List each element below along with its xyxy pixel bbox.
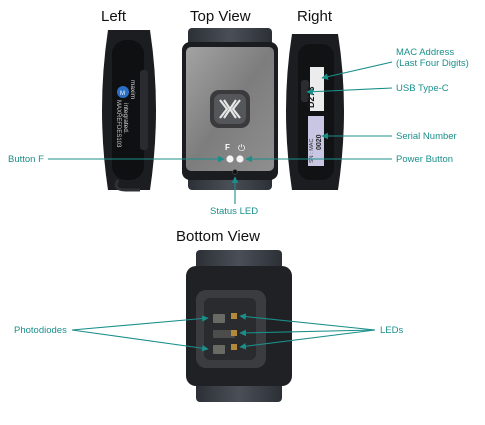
left-view-title: Left xyxy=(101,8,127,25)
usb-type-c-port xyxy=(301,80,309,102)
usb-type-c-label: USB Type-C xyxy=(396,83,449,94)
led-1 xyxy=(231,313,237,319)
mac-label-sticker xyxy=(310,67,324,111)
mac-digits-text: D273 xyxy=(306,86,316,108)
photodiode-2 xyxy=(213,345,225,354)
svg-text:M: M xyxy=(120,91,125,97)
left-brand-text: maxim xyxy=(129,80,136,99)
mac-address-label: MAC Address (Last Four Digits) xyxy=(396,47,469,69)
callout-lines xyxy=(48,61,393,352)
led-2 xyxy=(231,330,237,336)
status-led-label: Status LED xyxy=(210,206,259,217)
top-view-device: F ⏻ xyxy=(182,28,278,190)
button-f-label: Button F xyxy=(8,154,44,165)
button-f[interactable] xyxy=(226,155,234,163)
power-glyph-icon: ⏻ xyxy=(238,143,245,153)
led-3 xyxy=(231,344,237,350)
power-button[interactable] xyxy=(236,155,244,163)
power-button-label: Power Button xyxy=(396,154,454,165)
bottom-view-title: Bottom View xyxy=(176,228,260,245)
maxim-logo-icon xyxy=(117,86,129,98)
status-led xyxy=(232,169,238,175)
left-model-text: MAXREFDES103 xyxy=(115,100,121,148)
sensor-window xyxy=(204,298,256,360)
right-side-device: D273 SN : MAC 0020 xyxy=(286,34,344,190)
photodiode-1 xyxy=(213,314,225,323)
bottom-view-device xyxy=(186,250,292,402)
serial-label-sticker xyxy=(308,116,324,166)
leds-label: LEDs xyxy=(380,325,404,336)
photodiodes-label: Photodiodes xyxy=(14,325,67,336)
left-side-device: M maxim integrated. MAXREFDES103 xyxy=(102,30,156,192)
top-view-title: Top View xyxy=(190,8,251,25)
serial-number-label: Serial Number xyxy=(396,131,457,142)
svg-text:integrated.: integrated. xyxy=(122,103,129,134)
right-view-title: Right xyxy=(297,8,333,25)
serial-prefix-text: SN : MAC xyxy=(309,139,315,163)
serial-value-text: 0020 xyxy=(316,134,323,150)
button-f-glyph: F xyxy=(225,143,230,152)
